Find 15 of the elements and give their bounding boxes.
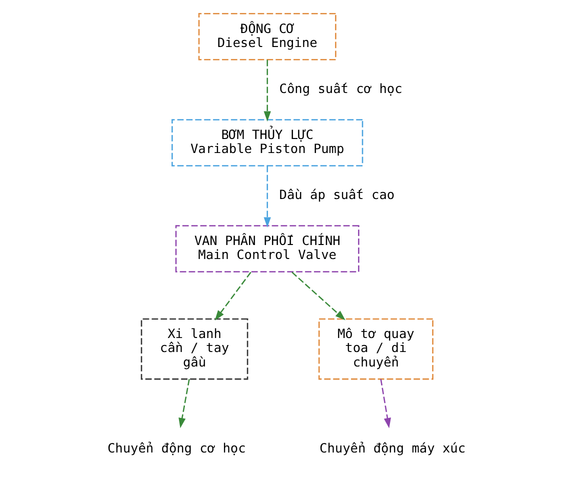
arrow xyxy=(214,272,251,321)
node-box: ĐỘNG CƠ Diesel Engine xyxy=(198,13,336,60)
arrow xyxy=(380,379,390,428)
node-box: BƠM THỦY LỰC Variable Piston Pump xyxy=(171,119,363,166)
node-box: VAN PHÂN PHỐI CHÍNH Main Control Valve xyxy=(174,225,359,272)
arrow xyxy=(291,272,345,320)
arrow xyxy=(263,166,270,228)
node-text: Chuyển động cơ học xyxy=(106,442,246,457)
node-box: Xi lanh cần / tay gầu xyxy=(140,318,248,380)
edge-label: Công suất cơ học xyxy=(278,82,402,97)
node-box: Mô tơ quay toa / di chuyển xyxy=(318,318,433,380)
arrow xyxy=(178,379,190,428)
arrow xyxy=(263,60,270,122)
node-text: Chuyển động máy xúc xyxy=(319,442,466,457)
edge-label: Dầu áp suất cao xyxy=(278,188,394,203)
